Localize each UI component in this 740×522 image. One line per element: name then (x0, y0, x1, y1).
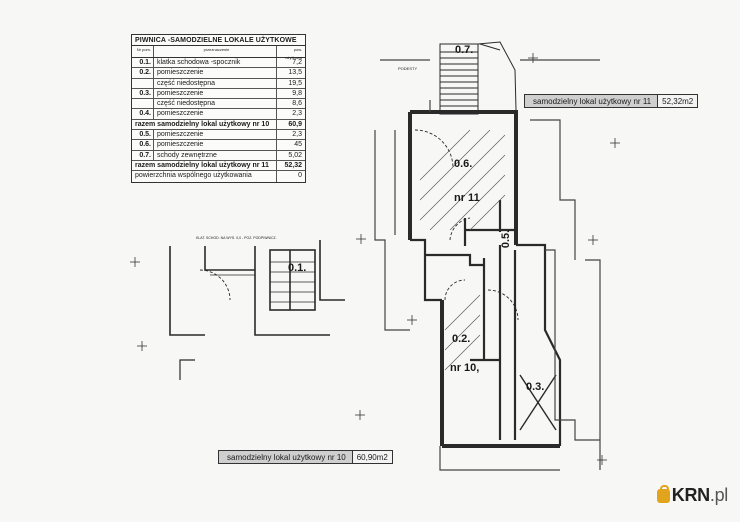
area-table-title: PIWNICA -SAMODZIELNE LOKALE UŻYTKOWE (132, 35, 305, 46)
row-number (132, 78, 154, 88)
row-number: 0.3. (132, 88, 154, 99)
table-row: część niedostępna 19,5 (132, 78, 305, 89)
unit-10-area-label: samodzielny lokal użytkowy nr 10 60,90m2 (218, 450, 393, 464)
row-number: 0.7. (132, 150, 154, 160)
row-purpose: pomieszczenie (154, 88, 277, 99)
table-row: 0.3. pomieszczenie 9,8 (132, 88, 305, 100)
area-table-header: Nr pom. przeznaczenie pow. użytkowa (132, 46, 305, 60)
unit-number-10: nr 10, (450, 362, 480, 374)
table-row: 0.6. pomieszczenie 45 (132, 140, 305, 151)
row-purpose: pomieszczenie (154, 140, 277, 150)
row-number: 0.4. (132, 109, 154, 119)
row-area: 2,3 (292, 131, 302, 139)
row-number (132, 99, 154, 109)
logo-brand: KRN (671, 485, 710, 505)
area-table: PIWNICA -SAMODZIELNE LOKALE UŻYTKOWE Nr … (131, 34, 306, 183)
row-area: 2,3 (292, 110, 302, 118)
row-purpose: razem samodzielny lokal użytkowy nr 11 (132, 160, 277, 171)
row-area: 0 (298, 172, 302, 180)
row-purpose: schody zewnętrzne (154, 150, 277, 160)
header-area: pow. użytkowa (285, 47, 302, 60)
room-label-0-6: 0.6. (454, 158, 473, 170)
table-row: 0.5. pomieszczenie 2,3 (132, 130, 305, 141)
krn-logo: KRN .pl (656, 484, 728, 506)
row-area: 60,9 (288, 120, 302, 128)
note-left: KLAT. SCHOD. NA WYS. 0,0 - POZ. PODPIWNI… (196, 236, 277, 240)
room-label-0-1: 0.1. (288, 262, 307, 274)
table-row: 0.4. pomieszczenie 2,3 (132, 109, 305, 120)
row-area: 7,2 (292, 59, 302, 66)
row-area: 52,32 (284, 161, 302, 169)
row-purpose: pomieszczenie (154, 109, 277, 119)
row-number: 0.5. (132, 130, 154, 140)
header-purpose: przeznaczenie (154, 46, 277, 57)
row-area: 8,6 (292, 100, 302, 108)
row-purpose: pomieszczenie (154, 68, 277, 78)
row-area: 13,5 (288, 69, 302, 77)
logo-suffix: .pl (709, 485, 728, 505)
shopping-bag-icon (656, 484, 670, 503)
row-area: 5,02 (288, 151, 302, 159)
row-number: 0.1. (132, 58, 154, 68)
unit-number-11: nr 11 (454, 192, 480, 204)
room-label-0-2: 0.2. (452, 333, 471, 345)
row-purpose: powierzchnia wspólnego użytkowania (132, 171, 277, 182)
row-purpose: pomieszczenie (154, 130, 277, 140)
unit-11-area-label: samodzielny lokal użytkowy nr 11 52,32m2 (524, 94, 699, 108)
table-row: 0.7. schody zewnętrzne 5,02 (132, 150, 305, 161)
table-row: 0.1. klatka schodowa -spocznik 7,2 (132, 58, 305, 69)
row-area: 45 (294, 141, 302, 149)
room-label-0-7: 0.7. (455, 44, 474, 56)
table-row-subtotal: razem samodzielny lokal użytkowy nr 10 6… (132, 119, 305, 131)
table-row: część niedostępna 8,6 (132, 99, 305, 110)
row-purpose: część niedostępna (154, 99, 277, 109)
row-area: 19,5 (288, 79, 302, 87)
row-area: 9,8 (292, 89, 302, 97)
table-row: powierzchnia wspólnego użytkowania 0 (132, 171, 305, 182)
unit-10-area: 60,90m2 (352, 451, 392, 463)
unit-11-area: 52,32m2 (658, 95, 698, 107)
row-purpose: część niedostępna (154, 78, 277, 88)
header-number: Nr pom. (132, 46, 154, 57)
row-number: 0.6. (132, 140, 154, 150)
row-purpose: klatka schodowa -spocznik (154, 58, 277, 68)
row-purpose: razem samodzielny lokal użytkowy nr 10 (132, 119, 277, 130)
room-label-0-5: 0.5. (500, 229, 513, 249)
row-number: 0.2. (132, 68, 154, 78)
room-label-0-3: 0.3. (526, 381, 545, 393)
table-row: 0.2. pomieszczenie 13,5 (132, 68, 305, 79)
note-top: PODESTY (398, 66, 418, 71)
table-row-subtotal: razem samodzielny lokal użytkowy nr 11 5… (132, 160, 305, 172)
unit-10-name: samodzielny lokal użytkowy nr 10 (219, 451, 353, 463)
unit-11-name: samodzielny lokal użytkowy nr 11 (525, 95, 659, 107)
